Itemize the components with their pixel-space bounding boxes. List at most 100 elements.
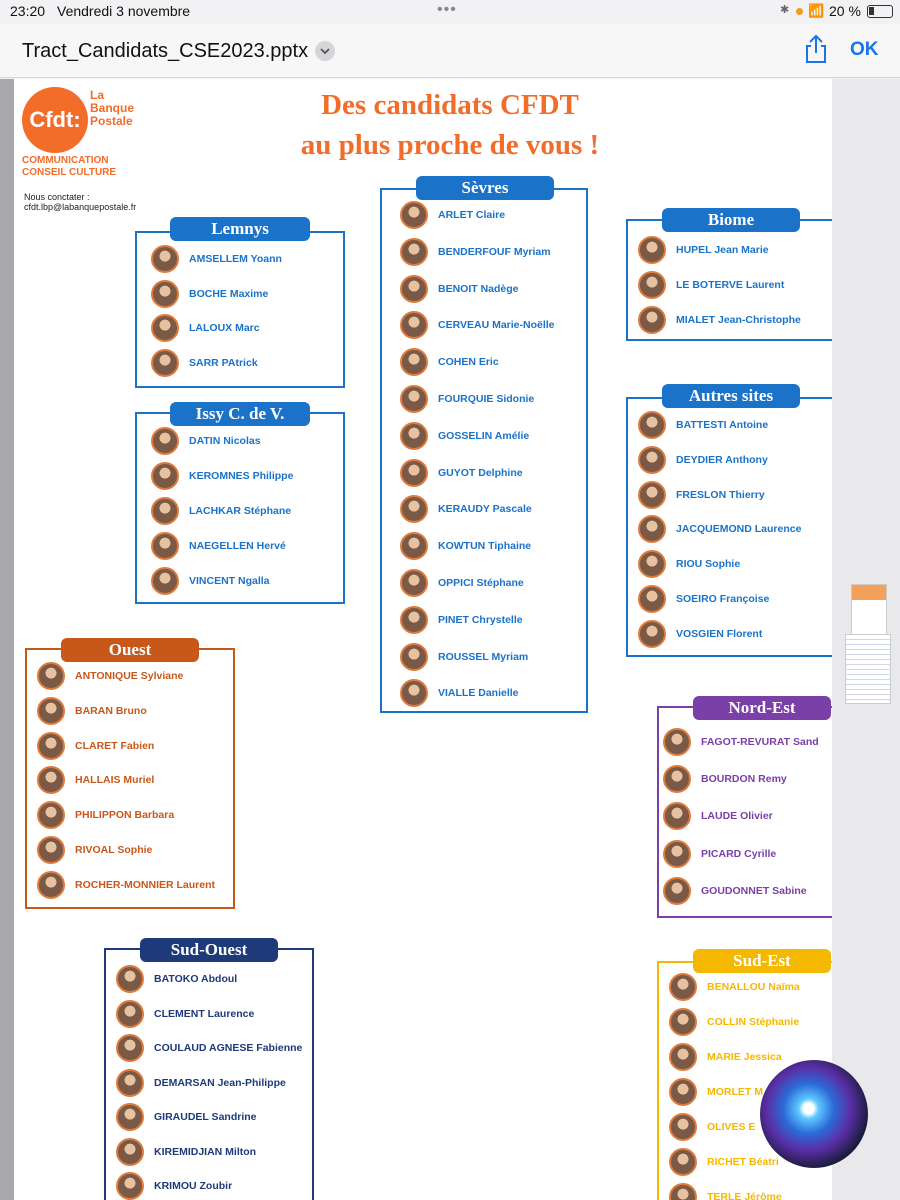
avatar [37,766,65,795]
logo-circle: Cfdt: [22,87,88,153]
candidate-name: BATOKO Abdoul [154,973,238,985]
avatar [400,679,428,708]
candidate-name: GUYOT Delphine [438,466,523,479]
battery-text: 20 % [829,3,861,19]
candidate-name: LE BOTERVE Laurent [676,279,785,291]
candidate-name: HALLAIS Muriel [75,774,155,787]
avatar [151,532,179,560]
candidate-name: COLLIN Stéphanie [707,1016,800,1028]
candidate-name: JACQUEMOND Laurence [676,523,802,536]
avatar [663,839,691,868]
avatar [116,999,144,1028]
avatar [669,1078,697,1106]
candidate-name: KOWTUN Tiphaine [438,540,532,553]
avatar [37,731,65,760]
candidate-name: CLARET Fabien [75,739,155,752]
slide-thumbnail-2[interactable] [845,634,891,704]
chevron-down-icon[interactable] [315,41,335,61]
candidate-name: KRIMOU Zoubir [154,1180,233,1192]
candidate-name: FOURQUIE Sidonie [438,393,535,405]
group-title-autres: Autres sites [662,384,800,408]
group-title-sevres: Sèvres [416,176,554,200]
avatar [400,348,428,377]
candidate-name: LAUDE Olivier [701,810,773,823]
candidate-name: KERAUDY Pascale [438,503,532,516]
avatar [37,662,65,690]
candidate-name: ROCHER-MONNIER Laurent [75,878,216,891]
candidate-name: ANTONIQUE Sylviane [75,670,184,682]
candidate-name: TERLE Jérôme [707,1191,782,1200]
candidate-name: AMSELLEM Yoann [189,253,282,265]
status-bar: 23:20 Vendredi 3 novembre ••• ✱ 📶 20 % [0,0,900,24]
avatar [663,765,691,794]
slide-thumbnail-1[interactable] [851,584,887,636]
candidate-name: VINCENT Ngalla [189,575,270,587]
avatar [663,802,691,831]
avatar [151,427,179,455]
avatar [400,642,428,671]
candidate-name: BENDERFOUF Myriam [438,245,551,258]
candidate-name: SARR PAtrick [189,356,258,369]
group-title-issy: Issy C. de V. [170,402,310,426]
rotation-lock-icon: ✱ [780,4,790,16]
candidate-name: CERVEAU Marie-Noëlle [438,319,555,332]
avatar [638,306,666,334]
wifi-icon: 📶 [808,3,825,18]
candidate-name: RIVOAL Sophie [75,844,153,856]
avatar [638,236,666,264]
avatar [638,271,666,299]
candidate-name: PINET Chrystelle [438,613,523,626]
multitask-dots-icon[interactable]: ••• [437,1,457,18]
avatar [669,1113,697,1141]
avatar [37,870,65,899]
candidate-name: BATTESTI Antoine [676,419,769,431]
siri-orb[interactable] [760,1060,868,1168]
title-bar: Tract_Candidats_CSE2023.pptx OK [0,24,900,78]
candidate-name: DEMARSAN Jean-Philippe [154,1076,286,1089]
avatar [400,605,428,634]
candidate-name: KEROMNES Philippe [189,470,294,482]
avatar [37,696,65,725]
avatar [116,1034,144,1062]
group-title-biome: Biome [662,208,800,232]
candidate-name: BENALLOU Naïma [707,981,800,993]
avatar [669,1183,697,1200]
slide-thumbnail-panel [832,79,900,1200]
avatar [400,201,428,229]
group-title-sudouest: Sud-Ouest [140,938,278,962]
candidate-name: ARLET Claire [438,209,506,221]
avatar [669,1008,697,1036]
ok-button[interactable]: OK [850,39,879,60]
candidate-name: OLIVES E [707,1121,756,1133]
avatar [151,279,179,308]
avatar [151,497,179,525]
candidate-name: PICARD Cyrille [701,847,777,860]
avatar [669,1043,697,1071]
candidate-name: RICHET Béatri [707,1156,779,1168]
avatar [638,411,666,439]
avatar [400,421,428,450]
avatar [116,1137,144,1166]
avatar [116,965,144,993]
candidate-name: PHILIPPON Barbara [75,809,175,822]
candidate-name: FRESLON Thierry [676,488,765,501]
file-name[interactable]: Tract_Candidats_CSE2023.pptx [22,40,309,62]
candidate-name: RIOU Sophie [676,558,741,571]
candidate-name: BARAN Bruno [75,704,147,717]
candidate-name: FAGOT-REVURAT Sand [701,736,819,748]
avatar [151,314,179,342]
candidate-name: COULAUD AGNESE Fabienne [154,1042,303,1054]
avatar [400,532,428,561]
contact-info: Nous conctater :cfdt.lbp@labanquepostale… [24,192,137,212]
avatar [400,385,428,413]
avatar [151,567,179,595]
share-icon[interactable] [804,34,828,69]
battery-icon [867,5,893,18]
group-sevres [380,188,588,713]
avatar [400,458,428,487]
left-gutter [0,79,14,1200]
avatar [37,836,65,864]
candidate-name: CLEMENT Laurence [154,1007,255,1020]
